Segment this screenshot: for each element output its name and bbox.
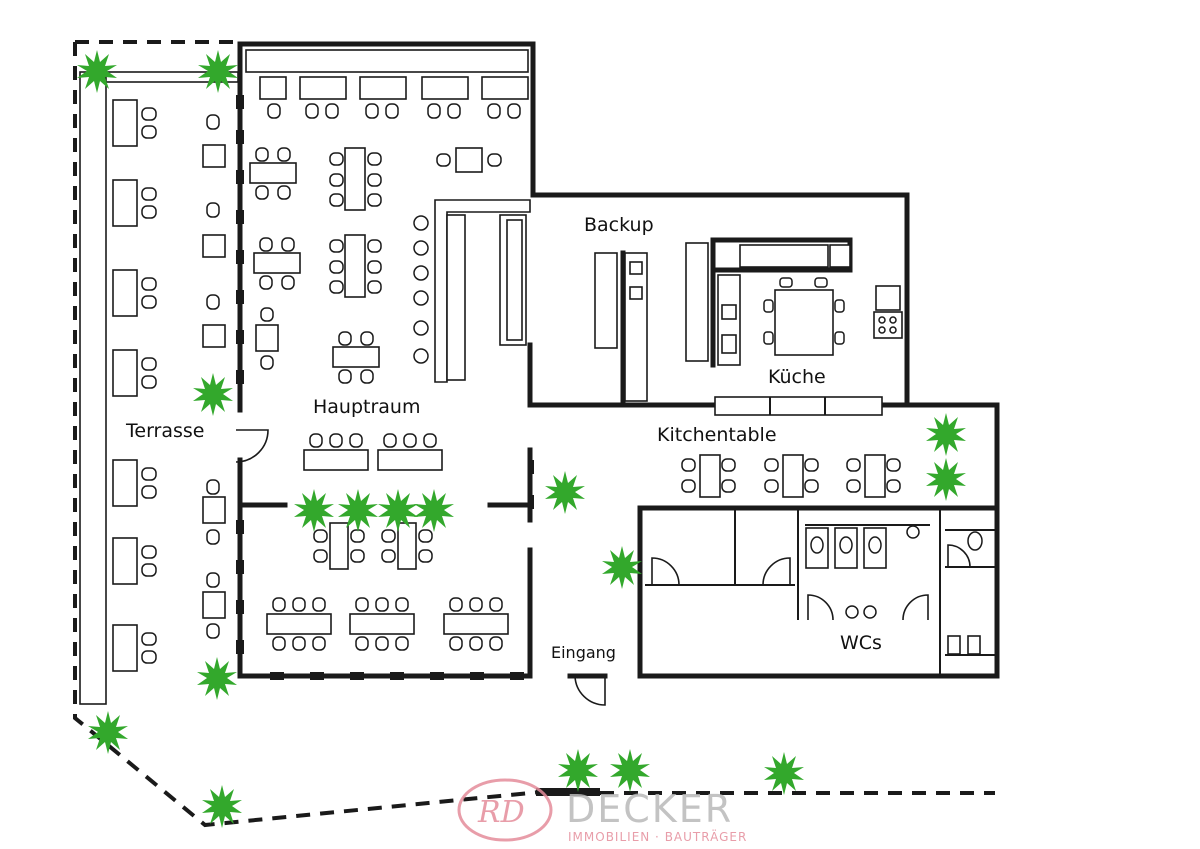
label-eingang: Eingang [551, 643, 616, 662]
plant-icon [77, 50, 117, 93]
plant-icon [198, 50, 238, 93]
plant-icon [193, 373, 233, 416]
wc-door-right [762, 557, 791, 586]
label-kueche: Küche [768, 366, 826, 388]
kitchentable-tables [681, 454, 901, 498]
plant-icon [926, 413, 966, 456]
chairs-top-row [267, 103, 521, 119]
plant-icon [926, 458, 966, 501]
watermark-tagline: IMMOBILIEN · BAUTRÄGER [568, 829, 747, 844]
label-kitchentable: Kitchentable [657, 424, 777, 446]
hauptraum-lower-tables [266, 433, 509, 651]
facade-windows [236, 95, 534, 680]
plant-icon [197, 657, 237, 700]
plant-icon [545, 471, 585, 514]
plants [77, 50, 966, 828]
plant-icon [338, 489, 378, 532]
plant-icon [202, 785, 242, 828]
plant-icon [558, 749, 598, 792]
wc-fixtures [805, 525, 983, 655]
bar-counter [413, 199, 531, 383]
plant-icon [294, 489, 334, 532]
plant-icon [764, 752, 804, 795]
plant-icon [378, 489, 418, 532]
bench-tables-top [259, 76, 529, 100]
watermark-brand: DECKER [566, 787, 733, 831]
entrance-door [574, 675, 606, 706]
terrace-bench [79, 71, 107, 705]
wc-door-left [651, 557, 680, 586]
wc-door-women [902, 594, 929, 621]
plant-icon [610, 749, 650, 792]
terrace-tables [112, 99, 226, 672]
plant-icon [602, 546, 642, 589]
watermark-logo [457, 778, 553, 842]
label-terrasse: Terrasse [125, 420, 205, 442]
watermark-logo-initials: RD [477, 795, 525, 830]
plant-icon [88, 711, 128, 754]
label-wcs: WCs [840, 632, 882, 654]
terrace-boundary [73, 40, 995, 828]
bench-top [245, 49, 529, 73]
doors [235, 429, 971, 706]
watermark: RD DECKER IMMOBILIEN · BAUTRÄGER [457, 778, 747, 844]
kitchen-furniture [594, 242, 903, 416]
plant-icon [414, 489, 454, 532]
wc-door-men [807, 594, 834, 621]
wc-door-small [947, 544, 971, 568]
terrace-door [235, 429, 269, 463]
label-backup: Backup [584, 214, 654, 236]
hauptraum-upper-tables [249, 147, 502, 384]
label-hauptraum: Hauptraum [313, 396, 421, 418]
